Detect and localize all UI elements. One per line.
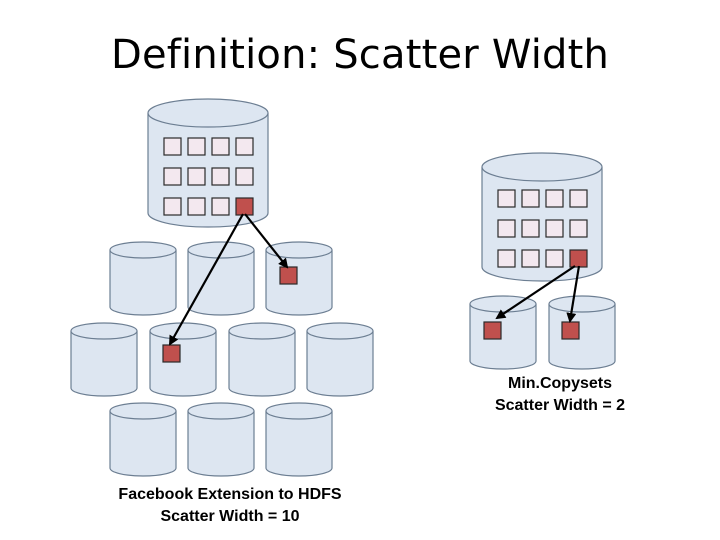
facebook-hdfs-group (70, 98, 374, 477)
data-chunk-icon (497, 249, 516, 268)
arrow-icon (244, 213, 289, 269)
data-chunk-icon (163, 167, 182, 186)
data-chunk-icon (545, 219, 564, 238)
facebook-hdfs-scatter-width: Scatter Width = 10 (160, 508, 300, 525)
replica-server-cylinder-icon (109, 241, 177, 316)
facebook-hdfs-caption-title: Facebook Extension to HDFS (118, 486, 342, 503)
min-copysets-caption-title: Min.Copysets (507, 375, 612, 392)
min-copysets-scatter-width: Scatter Width = 2 (494, 397, 626, 414)
data-chunk-icon (235, 167, 254, 186)
primary-server-cylinder-icon (481, 152, 603, 282)
data-chunk-icon (211, 137, 230, 156)
arrow-icon (566, 265, 581, 323)
data-chunk-icon (163, 197, 182, 216)
replica-server-cylinder-icon (469, 295, 537, 370)
data-chunk-icon (187, 137, 206, 156)
replica-server-cylinder-icon (109, 402, 177, 477)
replica-server-cylinder-icon (70, 322, 138, 397)
min-copysets-group (469, 152, 616, 370)
min-copysets-caption: Min.Copysets Scatter Width = 2 (450, 373, 670, 417)
slide-title: Definition: Scatter Width (110, 32, 610, 78)
data-chunk-icon (187, 167, 206, 186)
replica-server-cylinder-icon (228, 322, 296, 397)
facebook-hdfs-caption: Facebook Extension to HDFS Scatter Width… (70, 484, 390, 528)
replica-server-cylinder-icon (548, 295, 616, 370)
replica-chunk-icon (162, 344, 181, 363)
data-chunk-icon (211, 197, 230, 216)
replication-arrows (169, 213, 581, 346)
data-chunk-icon (545, 249, 564, 268)
data-chunk-icon (235, 137, 254, 156)
arrow-icon (495, 265, 576, 320)
replica-server-cylinder-icon (187, 402, 255, 477)
data-chunk-icon (497, 189, 516, 208)
replica-server-cylinder-icon (265, 402, 333, 477)
replica-chunk-icon (483, 321, 502, 340)
data-chunk-icon (521, 189, 540, 208)
arrow-icon (169, 213, 244, 346)
data-chunk-icon (163, 137, 182, 156)
replica-chunk-icon (561, 321, 580, 340)
highlighted-chunk-icon (569, 249, 588, 268)
data-chunk-icon (521, 219, 540, 238)
data-chunk-icon (497, 219, 516, 238)
data-chunk-icon (521, 249, 540, 268)
data-chunk-icon (569, 189, 588, 208)
replica-server-cylinder-icon (149, 322, 217, 397)
replica-server-cylinder-icon (187, 241, 255, 316)
data-chunk-icon (569, 219, 588, 238)
primary-server-cylinder-icon (147, 98, 269, 228)
data-chunk-icon (187, 197, 206, 216)
data-chunk-icon (545, 189, 564, 208)
data-chunk-icon (211, 167, 230, 186)
highlighted-chunk-icon (235, 197, 254, 216)
replica-chunk-icon (279, 266, 298, 285)
replica-server-cylinder-icon (306, 322, 374, 397)
